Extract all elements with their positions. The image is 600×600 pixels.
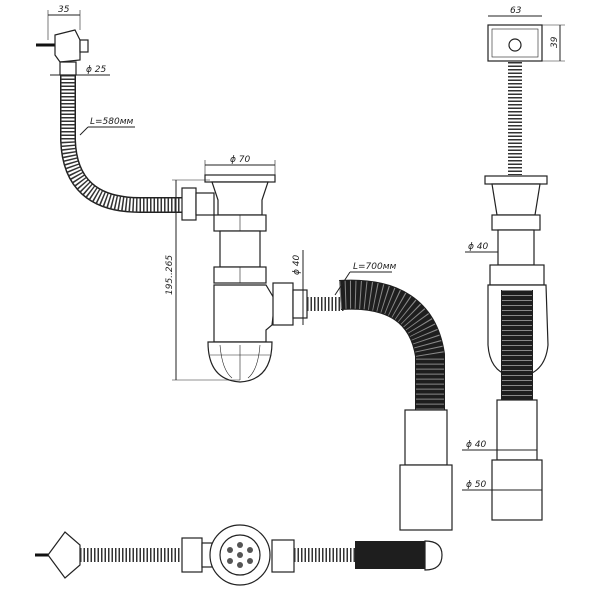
front-view	[36, 29, 453, 531]
dim-overflow-box-width: 63	[510, 6, 522, 16]
dim-height-range: 195..265	[165, 255, 175, 295]
overflow-fitting	[36, 29, 89, 76]
dim-outlet-hose-length: L=700мм	[353, 262, 397, 272]
bottle-trap	[213, 284, 276, 343]
dim-overflow-box-height: 39	[550, 36, 560, 48]
top-view	[35, 524, 443, 586]
dim-overflow-hose-length: L=580мм	[90, 117, 134, 127]
outlet-hose	[339, 279, 445, 420]
front-dimensions: 35 ϕ 25 L=580мм ϕ 70 195..265 ϕ 40 L=700…	[47, 5, 397, 381]
dim-side-pipe-diameter: ϕ 40	[466, 440, 487, 450]
outlet-nut	[272, 282, 294, 326]
drain-flange	[204, 174, 276, 183]
dim-side-pipe-outer-diameter: ϕ 50	[466, 480, 487, 490]
outlet-pipe	[399, 464, 453, 531]
side-view	[484, 24, 549, 521]
side-dimensions: 63 39 ϕ 40 ϕ 40 ϕ 50	[462, 6, 565, 491]
dim-overflow-hose-diameter: ϕ 25	[86, 65, 107, 75]
dim-overflow-width: 35	[58, 5, 70, 15]
dim-side-body-diameter: ϕ 40	[468, 242, 489, 252]
dim-outlet-diameter: ϕ 40	[292, 254, 302, 275]
dim-flange-diameter: ϕ 70	[230, 155, 251, 165]
